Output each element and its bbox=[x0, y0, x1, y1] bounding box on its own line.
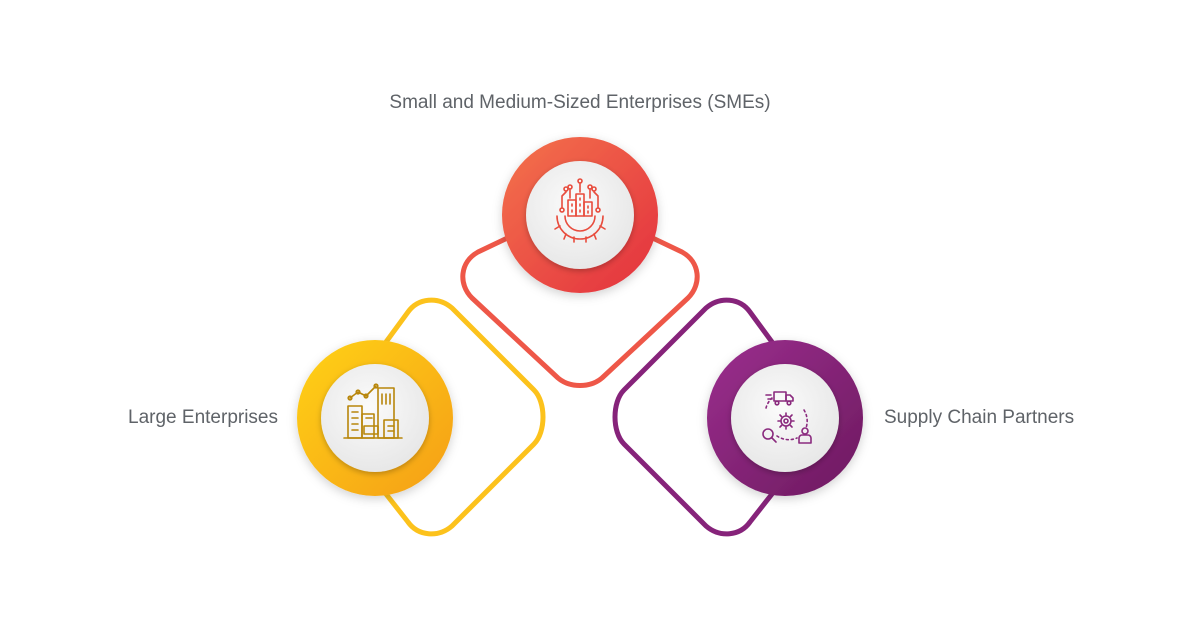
inner-disc bbox=[526, 161, 634, 269]
connector-loop-red bbox=[460, 229, 700, 388]
label-smes: Small and Medium-Sized Enterprises (SMEs… bbox=[389, 92, 771, 113]
node-supply-chain-partners bbox=[707, 340, 863, 496]
node-large-enterprises bbox=[297, 340, 453, 496]
connector-loop-purple bbox=[612, 297, 775, 537]
node-smes bbox=[502, 137, 658, 293]
label-large-enterprises: Large Enterprises bbox=[128, 407, 278, 428]
connector-loop-yellow bbox=[383, 297, 546, 537]
factory-gear-icon bbox=[554, 178, 606, 243]
office-buildings-icon bbox=[343, 383, 403, 439]
inner-disc bbox=[731, 364, 839, 472]
inner-disc bbox=[321, 364, 429, 472]
label-supply-chain-partners: Supply Chain Partners bbox=[884, 407, 1075, 428]
logistics-network-icon bbox=[762, 391, 812, 444]
